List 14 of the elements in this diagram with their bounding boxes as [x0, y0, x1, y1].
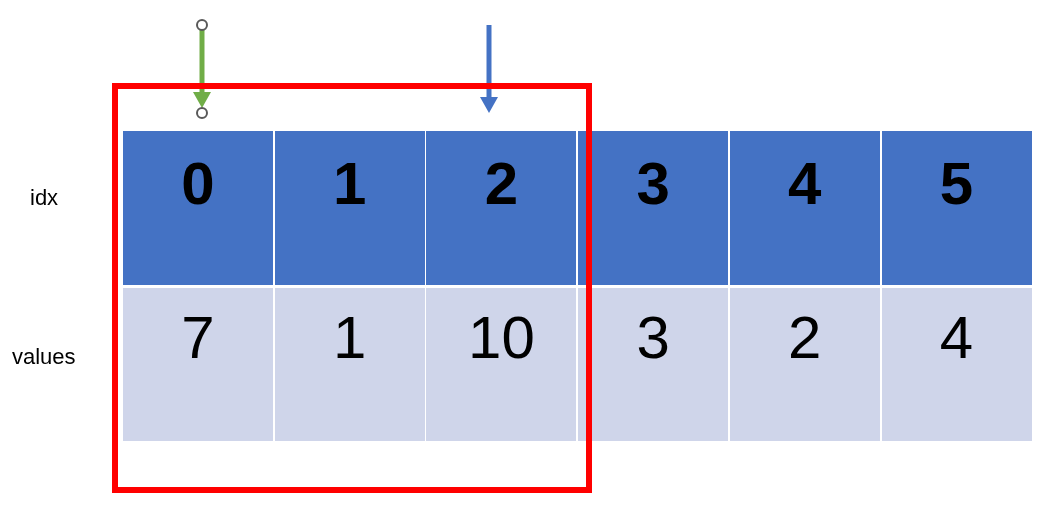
- header-cell: 4: [729, 131, 880, 285]
- row-label: idx: [30, 187, 59, 209]
- header-cell: 2: [426, 131, 577, 285]
- value-cell: 4: [881, 288, 1032, 441]
- header-cell: 0: [123, 131, 273, 285]
- value-cell: 3: [578, 288, 729, 441]
- row-label: values: [12, 346, 76, 368]
- value-cell: 10: [426, 288, 577, 441]
- header-cell: 3: [578, 131, 729, 285]
- value-cell: 7: [123, 288, 273, 441]
- header-cell: 1: [274, 131, 425, 285]
- header-cell: 5: [881, 131, 1032, 285]
- value-cell: 1: [274, 288, 425, 441]
- value-cell: 2: [729, 288, 880, 441]
